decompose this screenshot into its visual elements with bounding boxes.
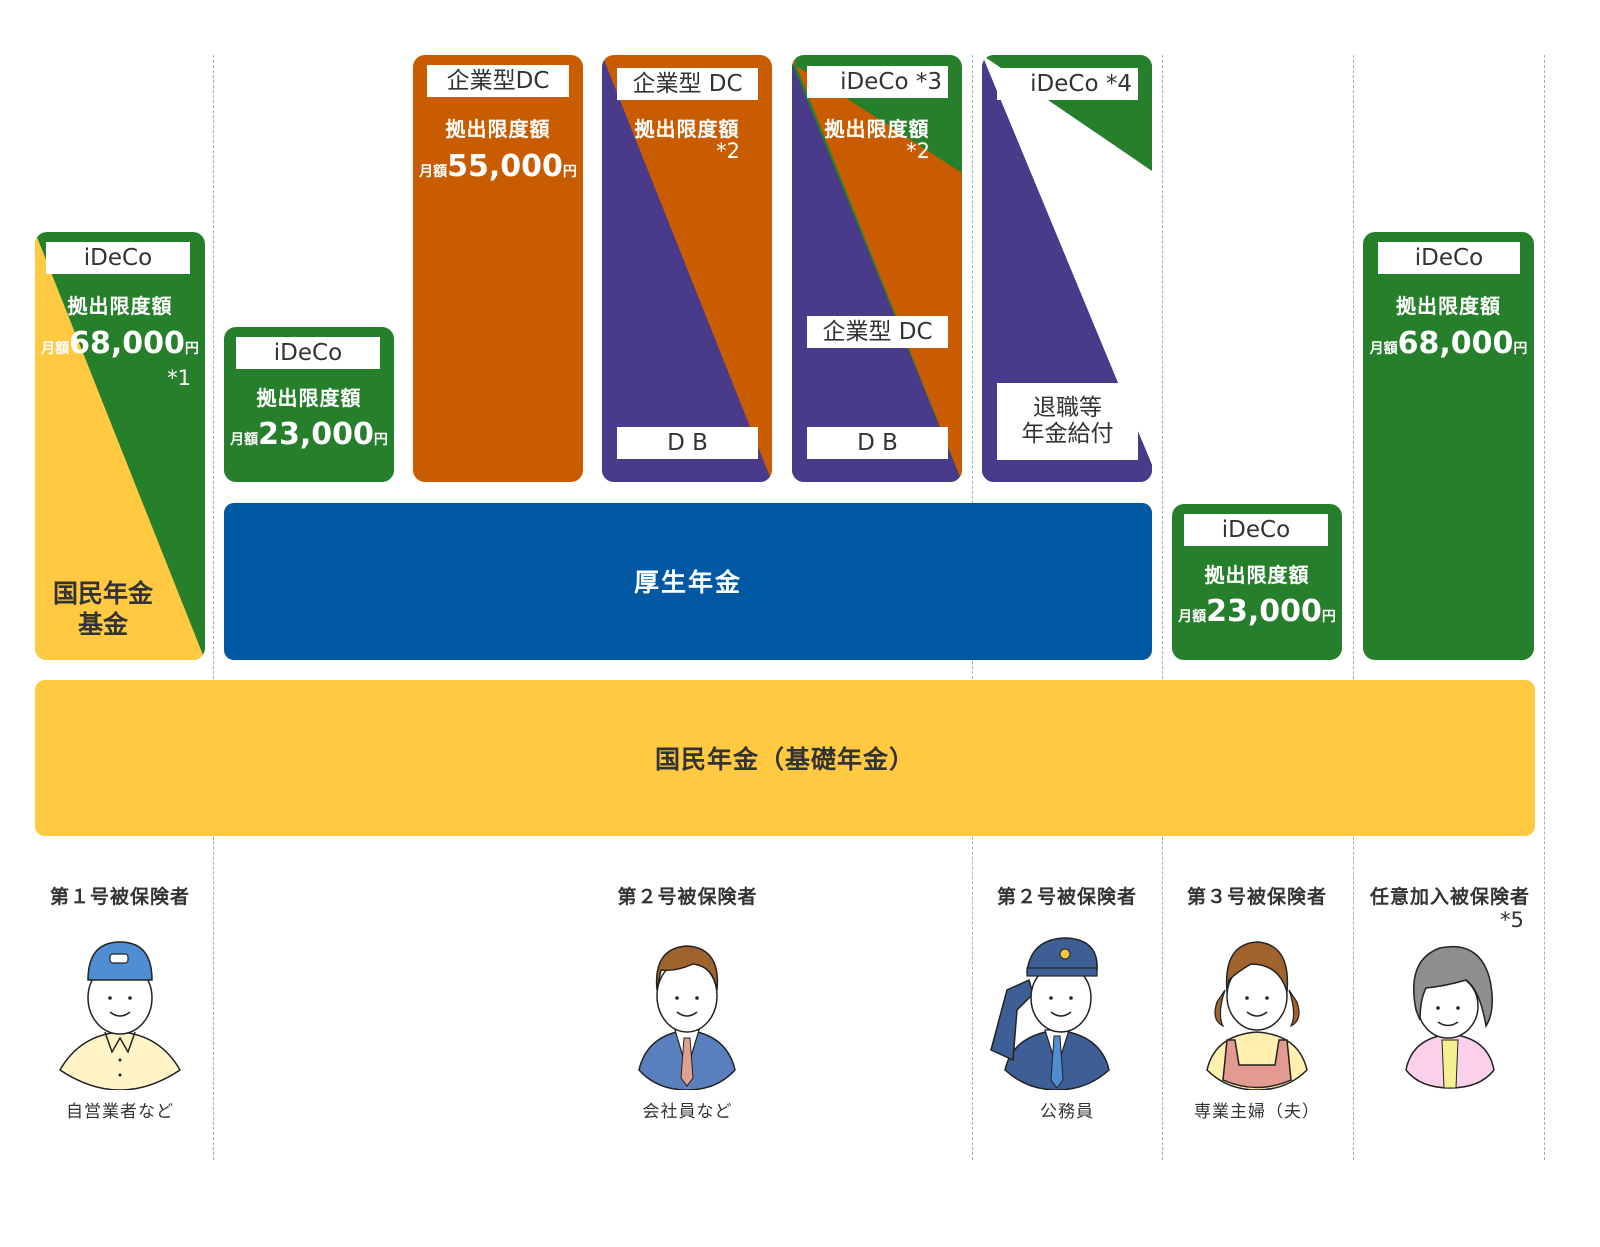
footnote-marker: *2	[906, 139, 930, 163]
corporate-dc-box: 企業型DC 拠出限度額 月額55,000円	[413, 55, 583, 482]
amount-prefix: 月額	[230, 432, 259, 448]
office-worker-person-icon	[638, 945, 736, 1090]
limit-amount: 月額23,000円	[224, 417, 394, 452]
footnote-marker: *1	[167, 366, 191, 390]
retirement-benefit-label: 退職等 年金給付	[997, 383, 1138, 460]
box-background	[792, 55, 962, 482]
corporate-dc-db-box: 企業型 DC 拠出限度額 *2 D B	[602, 55, 772, 482]
limit-amount: 月額23,000円	[1172, 594, 1342, 629]
limit-heading: 拠出限度額	[1204, 563, 1310, 587]
column-divider	[1544, 55, 1545, 1160]
ideco-dc-db-box: iDeCo *3 拠出限度額 *2 企業型 DC D B	[792, 55, 962, 482]
limit-heading: 拠出限度額	[256, 386, 362, 410]
amount-prefix: 月額	[1369, 341, 1398, 357]
dc-label: 企業型DC	[427, 65, 569, 97]
amount-value: 68,000	[1397, 326, 1514, 361]
limit-heading: 拠出限度額	[67, 294, 173, 318]
ideco-employee-box: iDeCo 拠出限度額 月額23,000円	[224, 327, 394, 482]
kokumin-nenkin-label: 国民年金（基礎年金）	[654, 745, 915, 774]
civil-servant-person-icon	[990, 937, 1110, 1090]
category-voluntary-note: *5	[1500, 908, 1524, 932]
homemaker-person-icon	[1206, 941, 1308, 1090]
kosei-nenkin-band: 厚生年金	[224, 503, 1152, 660]
amount-prefix: 月額	[1178, 609, 1207, 625]
category-type2-civil: 第２号被保険者	[996, 886, 1137, 908]
ideco-label: iDeCo *3	[807, 66, 948, 98]
category-type2-employee: 第２号被保険者	[617, 886, 758, 908]
self-employed-person-icon	[59, 941, 181, 1090]
limit-heading: 拠出限度額	[445, 117, 551, 141]
amount-suffix: 円	[1513, 341, 1528, 357]
column-divider	[213, 55, 214, 1160]
category-type3: 第３号被保険者	[1186, 886, 1327, 908]
elderly-woman-person-icon	[1405, 946, 1495, 1089]
amount-value: 23,000	[258, 417, 374, 452]
column-divider	[1353, 55, 1354, 1160]
amount-suffix: 円	[1321, 609, 1336, 625]
category-type1: 第１号被保険者	[49, 886, 190, 908]
fund-label-line: 基金	[77, 610, 128, 639]
footnote-marker: *2	[716, 139, 740, 163]
ideco-label: iDeCo *4	[997, 68, 1138, 100]
amount-suffix: 円	[562, 164, 577, 180]
amount-value: 23,000	[1206, 594, 1322, 629]
amount-prefix: 月額	[419, 164, 448, 180]
amount-suffix: 円	[373, 432, 388, 448]
box-background	[35, 232, 205, 660]
subtitle-type1: 自営業者など	[66, 1102, 174, 1122]
ideco-kokumin-kikin-box: iDeCo 拠出限度額 月額68,000円 *1 国民年金 基金	[35, 232, 205, 660]
ideco-label: iDeCo	[46, 242, 190, 274]
dc-label: 企業型 DC	[617, 68, 758, 100]
amount-value: 55,000	[447, 149, 563, 184]
amount-prefix: 月額	[41, 341, 70, 357]
ideco-label: iDeCo	[1378, 242, 1520, 274]
db-label: D B	[617, 427, 758, 459]
limit-amount: 月額68,000円	[35, 326, 205, 361]
limit-amount: 月額68,000円	[1363, 326, 1534, 361]
ideco-label: iDeCo	[236, 337, 380, 369]
ideco-voluntary-box: iDeCo 拠出限度額 月額68,000円	[1363, 232, 1534, 660]
db-label: D B	[807, 427, 948, 459]
kosei-nenkin-label: 厚生年金	[633, 568, 742, 597]
amount-value: 68,000	[69, 326, 185, 361]
retirement-label-line: 年金給付	[1021, 421, 1114, 447]
category-voluntary: 任意加入被保険者	[1369, 886, 1530, 908]
fund-label-line: 国民年金	[52, 579, 153, 608]
retirement-label-line: 退職等	[1033, 395, 1102, 421]
dc-label: 企業型 DC	[807, 316, 948, 348]
ideco-homemaker-box: iDeCo 拠出限度額 月額23,000円	[1172, 504, 1342, 660]
column-divider	[1162, 55, 1163, 1160]
kokumin-nenkin-kikin-label: 国民年金 基金	[35, 578, 171, 640]
subtitle-employee: 会社員など	[642, 1102, 733, 1122]
ideco-label: iDeCo	[1184, 514, 1328, 546]
amount-suffix: 円	[184, 341, 199, 357]
kokumin-nenkin-band: 国民年金（基礎年金）	[35, 680, 1535, 836]
box-background	[602, 55, 772, 482]
limit-amount: 月額55,000円	[413, 149, 583, 184]
subtitle-civil: 公務員	[1040, 1102, 1094, 1122]
limit-heading: 拠出限度額	[824, 117, 930, 141]
limit-heading: 拠出限度額	[1396, 294, 1501, 318]
limit-heading: 拠出限度額	[634, 117, 740, 141]
subtitle-type3: 専業主婦（夫）	[1194, 1102, 1320, 1122]
ideco-retirement-benefit-box: iDeCo *4 退職等 年金給付	[982, 55, 1152, 482]
